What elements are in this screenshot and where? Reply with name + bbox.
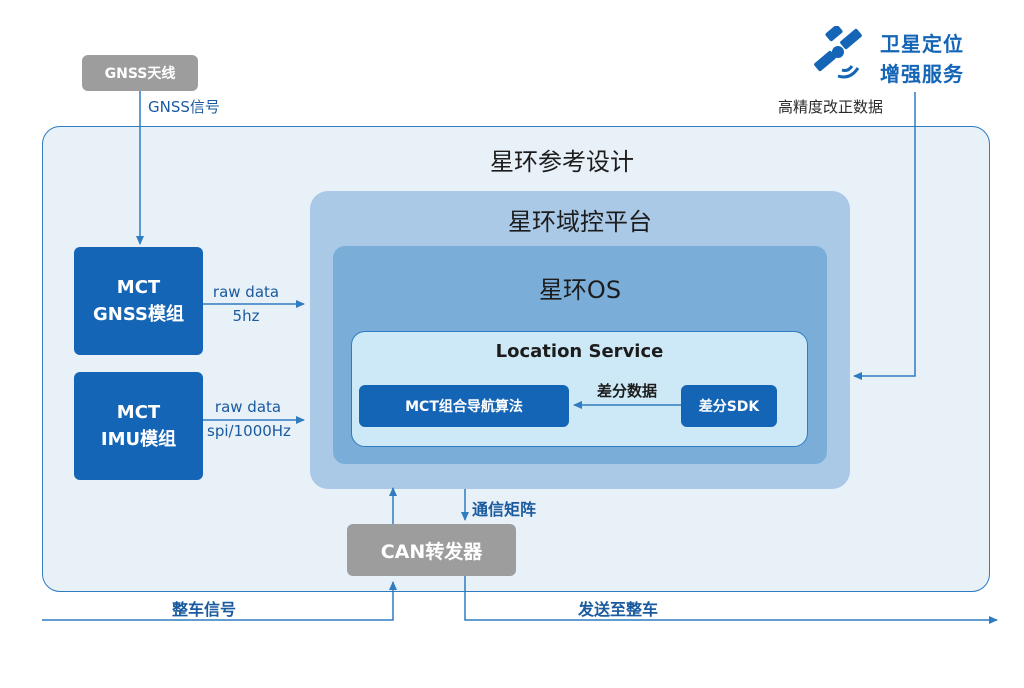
gnss-module-line-1: MCT: [116, 277, 161, 298]
imu-module: MCT IMU模组: [74, 372, 203, 480]
location-title: Location Service: [495, 341, 664, 362]
send-to-vehicle-arrow: [464, 576, 998, 624]
comm-matrix-label: 通信矩阵: [472, 500, 537, 519]
platform-title: 星环域控平台: [508, 208, 652, 236]
can-forwarder-label: CAN转发器: [380, 540, 483, 563]
correction-label: 高精度改正数据: [778, 98, 884, 116]
correction-arrow: [853, 92, 916, 380]
send-to-vehicle-label: 发送至整车: [578, 600, 659, 619]
outer-title: 星环参考设计: [490, 148, 634, 176]
logo-line-2: 增强服务: [880, 62, 964, 86]
vehicle-signal-label: 整车信号: [172, 600, 237, 619]
satellite-icon: [814, 26, 862, 79]
diff-data-label: 差分数据: [596, 382, 657, 400]
diff-sdk-box: 差分SDK: [681, 385, 777, 427]
diff-sdk-label: 差分SDK: [698, 399, 760, 415]
os-title: 星环OS: [538, 276, 622, 304]
logo-line-1: 卫星定位: [880, 32, 964, 56]
imu-module-line-1: MCT: [116, 402, 161, 423]
gnss-raw-label-2: 5hz: [232, 307, 260, 325]
gnss-module: MCT GNSS模组: [74, 247, 203, 355]
gnss-signal-label: GNSS信号: [148, 98, 220, 116]
imu-raw-label-1: raw data: [214, 398, 282, 416]
logo: 卫星定位 增强服务: [808, 22, 978, 92]
nav-algorithm-label: MCT组合导航算法: [405, 399, 523, 415]
imu-module-line-2: IMU模组: [100, 429, 177, 450]
gnss-antenna: GNSS天线: [82, 55, 198, 91]
nav-algorithm-box: MCT组合导航算法: [359, 385, 569, 427]
can-forwarder: CAN转发器: [347, 524, 516, 576]
gnss-antenna-label: GNSS天线: [104, 66, 176, 82]
imu-raw-label-2: spi/1000Hz: [207, 422, 291, 440]
gnss-module-line-2: GNSS模组: [93, 304, 184, 325]
gnss-raw-label-1: raw data: [212, 283, 280, 301]
vehicle-signal-arrow: [42, 581, 397, 621]
